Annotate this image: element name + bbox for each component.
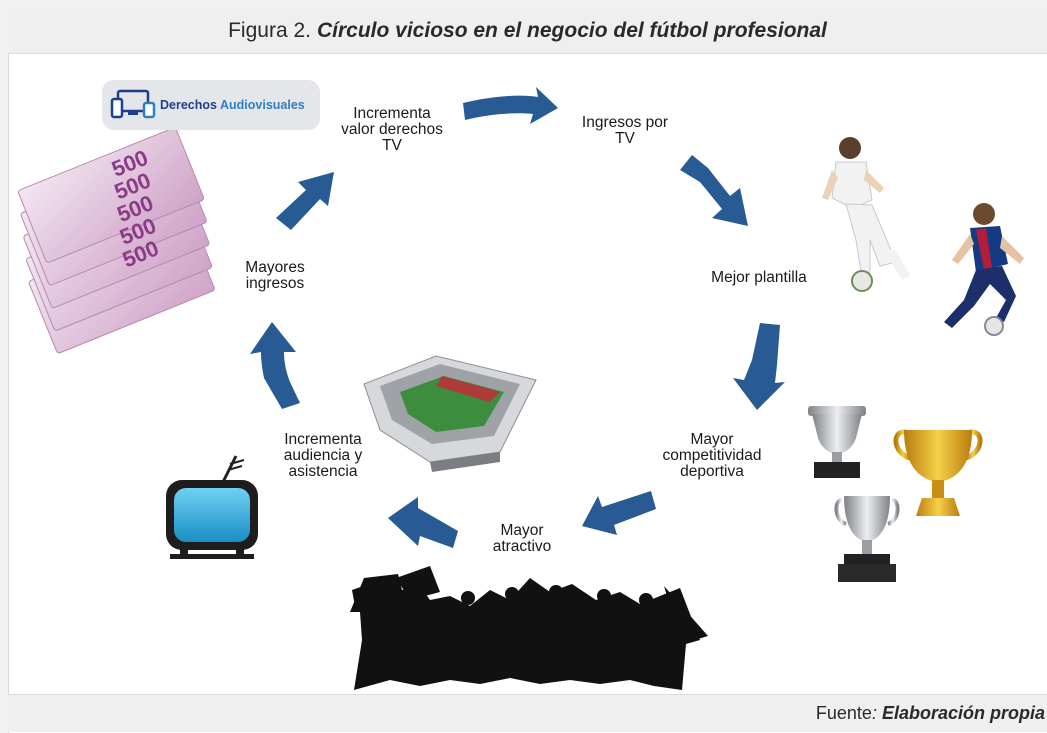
source-colon: : bbox=[871, 703, 882, 723]
step-mejor-plantilla: Mejor plantilla bbox=[711, 269, 807, 286]
source-label: Fuente bbox=[815, 703, 872, 723]
stadium-image bbox=[363, 355, 537, 472]
cycle-arrows bbox=[250, 87, 785, 548]
caption-prefix: Figura 2. bbox=[228, 18, 311, 42]
football-players-image bbox=[822, 137, 1024, 336]
devices-icon bbox=[110, 89, 156, 119]
badge-word-derechos: Derechos bbox=[160, 98, 217, 112]
cup-trophy-icon bbox=[834, 496, 900, 582]
television-icon bbox=[166, 455, 258, 559]
arrow-to-mayores-ingresos bbox=[250, 322, 300, 409]
arrow-to-competitividad bbox=[733, 323, 785, 410]
gold-trophy-icon bbox=[893, 429, 983, 516]
step-incrementa-audiencia: Incrementa audiencia y asistencia bbox=[283, 431, 363, 480]
arrow-to-audiencia bbox=[388, 497, 458, 548]
silver-trophy-icon bbox=[808, 406, 866, 478]
figure-caption: Figura 2. Círculo vicioso en el negocio … bbox=[8, 8, 1047, 54]
banknotes-image: 500 500 500 500 500 bbox=[18, 127, 215, 354]
badge-label: Derechos Audiovisuales bbox=[160, 98, 305, 112]
step-incrementa-valor-derechos: Incrementa valor derechos TV bbox=[341, 105, 443, 154]
source-value: Elaboración propia bbox=[881, 703, 1045, 723]
badge-word-audiovisuales: Audiovisuales bbox=[220, 98, 305, 112]
audiovisual-rights-badge: Derechos Audiovisuales bbox=[102, 80, 320, 130]
arrow-to-ingresos-tv bbox=[463, 87, 558, 124]
step-ingresos-tv: Ingresos por TV bbox=[581, 114, 669, 147]
arrow-to-incrementa-valor bbox=[276, 172, 334, 230]
trophies-image bbox=[808, 406, 983, 582]
step-mayor-atractivo: Mayor atractivo bbox=[492, 522, 552, 555]
fans-silhouette-image bbox=[350, 566, 708, 690]
step-mayor-competitividad: Mayor competitividad deportiva bbox=[662, 431, 762, 480]
arrow-to-mejor-plantilla bbox=[680, 155, 748, 226]
figure-source: Fuente: Elaboración propia bbox=[8, 694, 1047, 732]
arrow-to-atractivo bbox=[582, 491, 656, 535]
step-mayores-ingresos: Mayores ingresos bbox=[245, 259, 305, 292]
caption-title: Círculo vicioso en el negocio del fútbol… bbox=[316, 18, 827, 42]
